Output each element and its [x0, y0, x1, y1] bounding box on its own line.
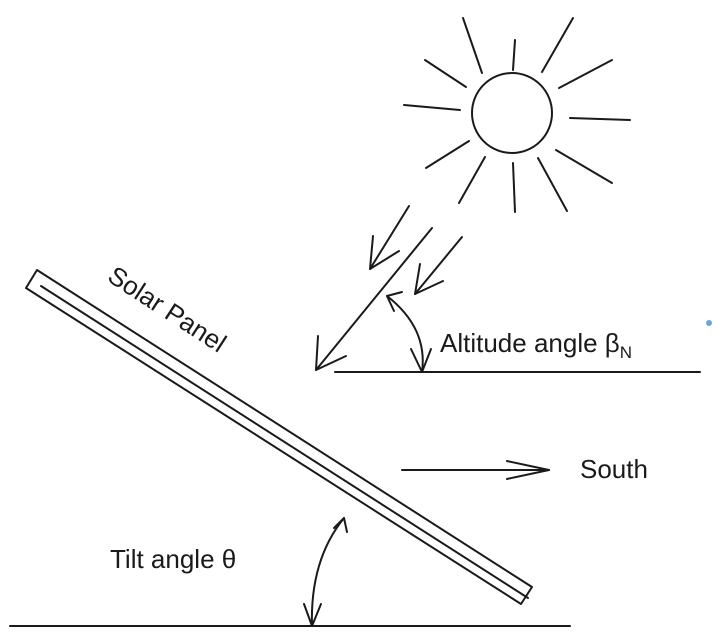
tilt-angle-label: Tilt angle θ — [110, 544, 236, 574]
edge-speck — [706, 320, 712, 326]
sun-icon — [403, 17, 631, 213]
altitude-angle-text: Altitude angle β — [440, 328, 620, 358]
solar-panel-label: Solar Panel — [103, 260, 232, 358]
tilt-angle-arc — [303, 517, 348, 627]
solar-panel — [25, 269, 533, 605]
sun-ray-arrows — [315, 205, 463, 371]
altitude-angle-label: Altitude angle βN — [440, 328, 632, 362]
altitude-angle-arc — [386, 291, 432, 373]
south-label: South — [580, 454, 648, 484]
ray-arrow-1 — [369, 205, 410, 270]
altitude-angle-subscript: N — [620, 343, 632, 362]
sun-rays — [403, 17, 631, 213]
ray-arrow-2 — [315, 227, 433, 371]
ray-arrow-3 — [414, 236, 463, 295]
south-arrow — [401, 460, 550, 480]
